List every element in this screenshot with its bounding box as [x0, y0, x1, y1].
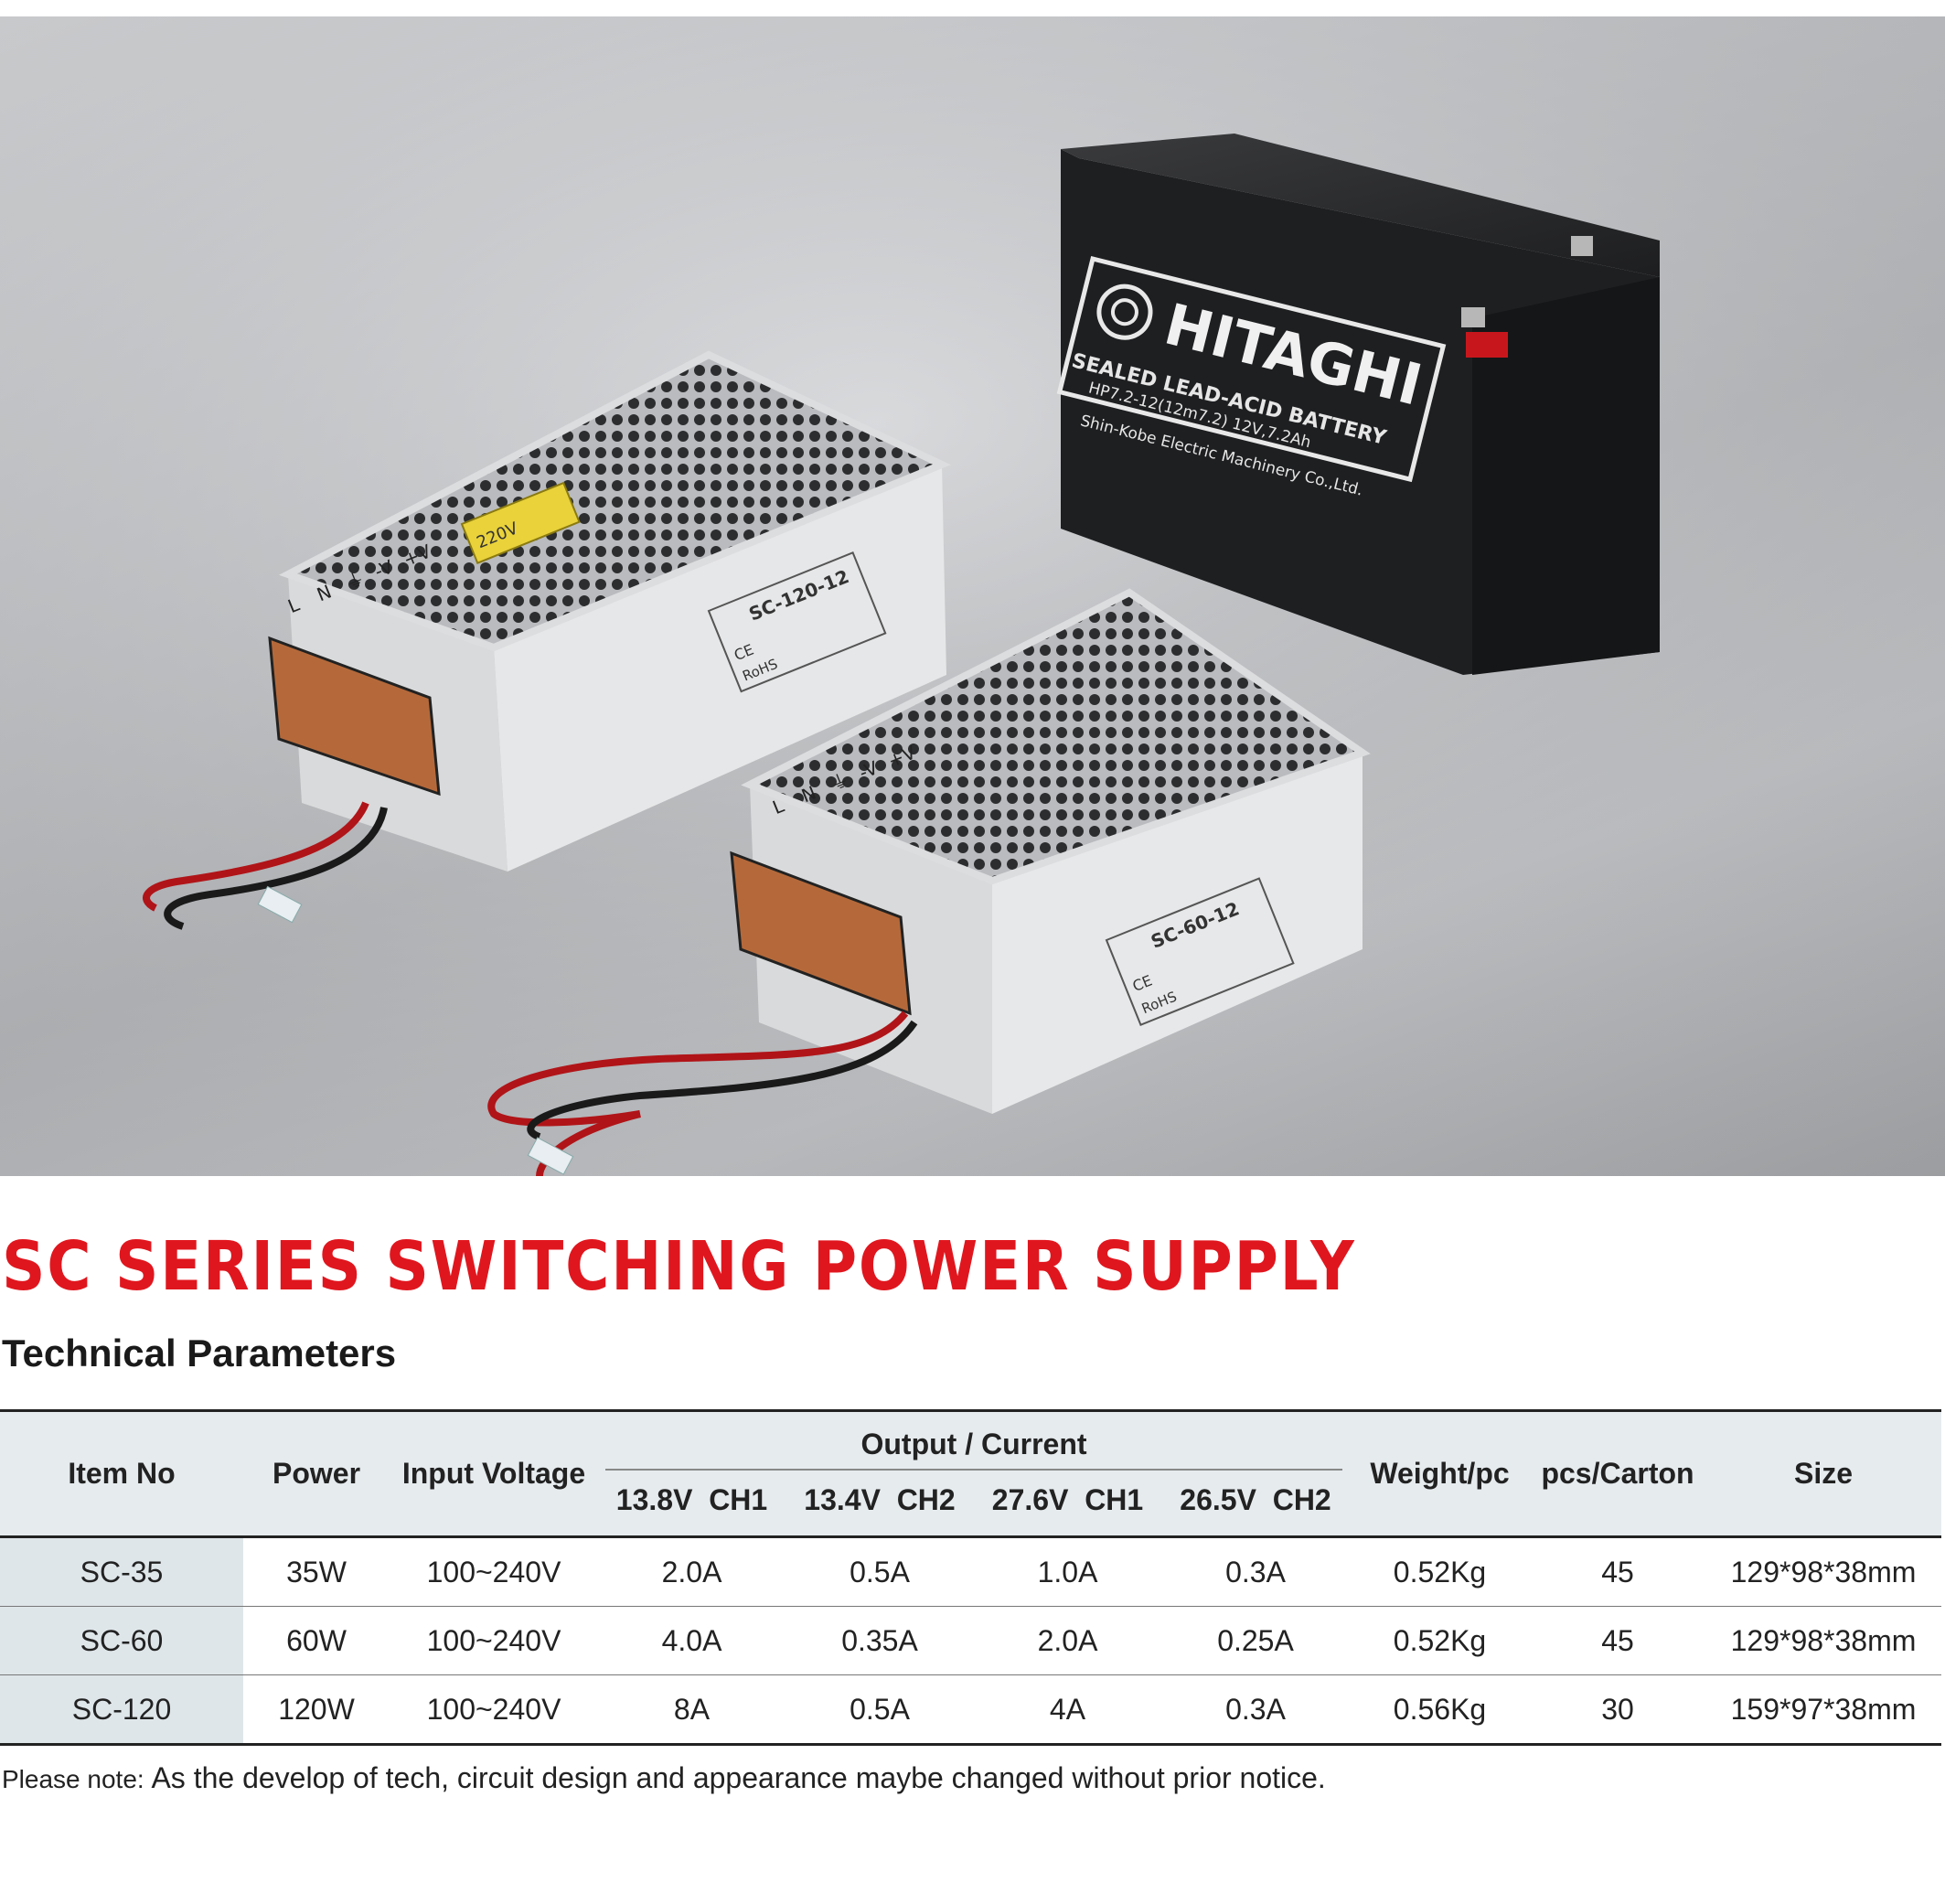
cell-current-2: 0.5A	[785, 1535, 974, 1607]
battery: HITAGHI SEALED LEAD-ACID BATTERY HP7.2-1…	[1056, 134, 1660, 675]
cell-current-2: 0.35A	[785, 1606, 974, 1675]
cell-current-3: 1.0A	[974, 1535, 1161, 1607]
cell-size: 129*98*38mm	[1705, 1535, 1942, 1607]
header-divider	[605, 1469, 1343, 1471]
cell-pcs: 45	[1530, 1535, 1706, 1607]
header-pcs-carton: pcs/Carton	[1530, 1410, 1706, 1537]
cell-current-2: 0.5A	[785, 1674, 974, 1746]
cell-weight: 0.52Kg	[1350, 1606, 1531, 1675]
technical-parameters-table: Item No Power Input Voltage Output / Cur…	[0, 1409, 1942, 1746]
cell-current-3: 4A	[974, 1674, 1161, 1746]
cell-input: 100~240V	[390, 1535, 598, 1607]
cell-item: SC-120	[0, 1674, 243, 1746]
cell-pcs: 45	[1530, 1606, 1706, 1675]
cell-current-1: 4.0A	[598, 1606, 785, 1675]
header-ch-13-4v: 13.4V CH2	[785, 1478, 974, 1537]
cell-size: 129*98*38mm	[1705, 1606, 1942, 1675]
page-title: SC SERIES SWITCHING POWER SUPPLY	[2, 1227, 1356, 1306]
note-label: Please note:	[2, 1765, 152, 1793]
cell-current-4: 0.3A	[1161, 1535, 1351, 1607]
product-photo: HITAGHI SEALED LEAD-ACID BATTERY HP7.2-1…	[0, 16, 1945, 1176]
header-output-current-group: Output / Current	[598, 1410, 1351, 1478]
cell-input: 100~240V	[390, 1606, 598, 1675]
header-output-current: Output / Current	[860, 1428, 1087, 1460]
header-item-no: Item No	[0, 1410, 243, 1537]
cell-weight: 0.56Kg	[1350, 1674, 1531, 1746]
cell-power: 60W	[243, 1606, 390, 1675]
cell-item: SC-35	[0, 1535, 243, 1607]
header-size: Size	[1705, 1410, 1942, 1537]
cell-power: 120W	[243, 1674, 390, 1746]
header-ch-27-6v: 27.6V CH1	[974, 1478, 1161, 1537]
header-weight: Weight/pc	[1350, 1410, 1531, 1537]
battery-logo-icon	[1096, 283, 1153, 340]
table-row: SC-35 35W 100~240V 2.0A 0.5A 1.0A 0.3A 0…	[0, 1535, 1942, 1607]
cell-weight: 0.52Kg	[1350, 1535, 1531, 1607]
header-ch-26-5v: 26.5V CH2	[1161, 1478, 1351, 1537]
disclaimer-note: Please note: As the develop of tech, cir…	[2, 1763, 1326, 1792]
section-subtitle: Technical Parameters	[2, 1332, 397, 1375]
product-illustration: HITAGHI SEALED LEAD-ACID BATTERY HP7.2-1…	[0, 16, 1945, 1176]
cell-current-4: 0.25A	[1161, 1606, 1351, 1675]
note-text: As the develop of tech, circuit design a…	[151, 1761, 1326, 1794]
cell-current-1: 8A	[598, 1674, 785, 1746]
table-row: SC-120 120W 100~240V 8A 0.5A 4A 0.3A 0.5…	[0, 1674, 1942, 1746]
cell-current-1: 2.0A	[598, 1535, 785, 1607]
cell-pcs: 30	[1530, 1674, 1706, 1746]
cell-size: 159*97*38mm	[1705, 1674, 1942, 1746]
table-row: SC-60 60W 100~240V 4.0A 0.35A 2.0A 0.25A…	[0, 1606, 1942, 1675]
cell-power: 35W	[243, 1535, 390, 1607]
cell-current-3: 2.0A	[974, 1606, 1161, 1675]
cell-current-4: 0.3A	[1161, 1674, 1351, 1746]
header-ch-13-8v: 13.8V CH1	[598, 1478, 785, 1537]
header-power: Power	[243, 1410, 390, 1537]
cell-input: 100~240V	[390, 1674, 598, 1746]
cell-item: SC-60	[0, 1606, 243, 1675]
header-input-voltage: Input Voltage	[390, 1410, 598, 1537]
